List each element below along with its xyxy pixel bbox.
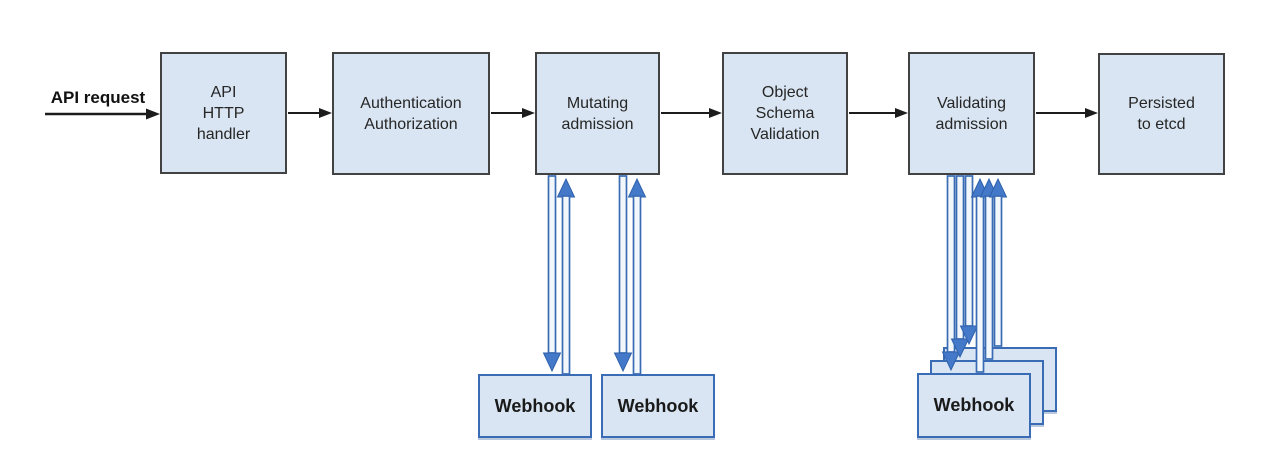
node-api-http-handler: API HTTP handler — [160, 52, 287, 174]
validating-webhook-response-arrow-up-3 — [988, 177, 1008, 347]
validating-webhook-call-arrow-down-1 — [941, 175, 961, 372]
node-label: Mutating admission — [561, 94, 634, 133]
validating-webhook-label: Webhook — [933, 395, 1015, 415]
mutating-webhook1-response-arrow-up — [556, 177, 576, 375]
mutating-webhook2-response-arrow-up — [627, 177, 647, 375]
node-authentication-authorization: Authentication Authorization — [332, 52, 490, 175]
validating-webhook-call-arrow-down-3 — [959, 175, 979, 346]
flow-arrow-validating-to-etcd — [1036, 108, 1098, 118]
mutating-webhook2-call-arrow-down — [613, 175, 633, 373]
node-label: Authentication Authorization — [360, 94, 462, 133]
node-mutating-admission: Mutating admission — [535, 52, 660, 175]
mutating-webhook-box-2: Webhook — [601, 374, 715, 438]
flow-arrow-auth-to-mutating — [491, 108, 535, 118]
validating-webhook-response-arrow-up-1 — [970, 177, 990, 373]
mutating-webhook1-call-arrow-down — [542, 175, 562, 373]
node-object-schema-validation: Object Schema Validation — [722, 52, 848, 175]
node-label: API HTTP handler — [196, 83, 251, 143]
api-request-label: API request — [50, 88, 146, 107]
mutating-webhook-box-1: Webhook — [478, 374, 592, 438]
node-label: Persisted to etcd — [1128, 95, 1195, 133]
validating-webhook-response-arrow-up-2 — [979, 177, 999, 360]
mutating-webhook-label: Webhook — [617, 395, 699, 416]
node-label: Object Schema Validation — [750, 84, 820, 143]
flow-arrow-schema-to-validating — [849, 108, 908, 118]
api-request-arrow — [45, 108, 160, 120]
validating-webhook-box-front: Webhook — [917, 373, 1031, 438]
mutating-webhook-label: Webhook — [494, 395, 576, 416]
flow-arrow-handler-to-auth — [288, 108, 332, 118]
flow-arrow-mutating-to-schema — [661, 108, 722, 118]
node-persisted-to-etcd: Persisted to etcd — [1098, 53, 1225, 175]
node-label: Validating admission — [935, 94, 1008, 133]
node-validating-admission: Validating admission — [908, 52, 1035, 175]
validating-webhook-call-arrow-down-2 — [950, 175, 970, 359]
